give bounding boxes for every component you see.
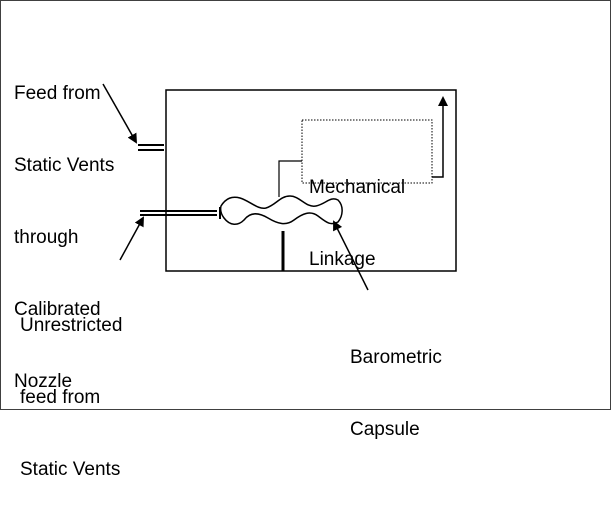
calibrated-nozzle-inlet — [138, 144, 164, 151]
label-line: Static Vents — [14, 155, 115, 176]
mechanical-linkage-box — [301, 119, 433, 184]
label-line: Nozzle — [14, 371, 73, 392]
label-line: Mechanical — [309, 177, 406, 198]
linkage-rod — [278, 160, 302, 197]
label-line: feed from — [20, 387, 101, 408]
label-feed-calibrated: Feed from Static Vents through Calibrate… — [14, 34, 114, 418]
label-line: Barometric — [350, 347, 442, 368]
label-line: Linkage — [309, 249, 376, 270]
instrument-case — [165, 89, 457, 272]
label-line: Static Vents — [20, 459, 121, 480]
arrow-unrestricted-feed — [119, 216, 144, 261]
label-line: Feed from — [14, 83, 101, 104]
arrow-barometric-capsule — [333, 220, 369, 291]
label-line: Capsule — [350, 419, 420, 440]
label-barometric-capsule: Barometric Capsule — [350, 298, 442, 466]
label-unrestricted-feed: Unrestricted feed from Static Vents — [20, 266, 122, 506]
label-mechanical-linkage: Mechanical Linkage — [309, 128, 405, 296]
label-line: through — [14, 227, 79, 248]
unrestricted-feed-tube — [140, 207, 221, 219]
label-line: Unrestricted — [20, 315, 123, 336]
output-arrow — [432, 96, 448, 178]
arrow-feed-calibrated — [102, 83, 137, 144]
label-line: Calibrated — [14, 299, 101, 320]
diagram-canvas — [102, 83, 457, 291]
